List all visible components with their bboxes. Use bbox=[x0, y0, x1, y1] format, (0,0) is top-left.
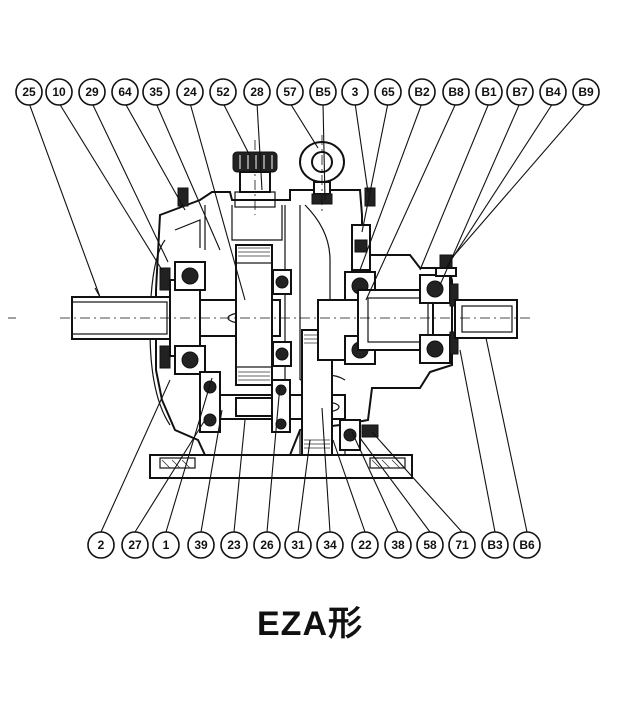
label-35: 35 bbox=[142, 78, 170, 106]
bottom-label-row: 2 27 1 39 23 26 31 34 22 38 58 71 B3 B6 bbox=[87, 531, 541, 559]
svg-text:31: 31 bbox=[291, 538, 305, 552]
svg-text:39: 39 bbox=[194, 538, 208, 552]
label-B9: B9 bbox=[572, 78, 600, 106]
svg-text:1: 1 bbox=[163, 538, 170, 552]
top-label-row: 25 10 29 64 35 24 52 28 57 B5 3 65 B2 B8… bbox=[15, 78, 600, 106]
svg-text:23: 23 bbox=[227, 538, 241, 552]
label-58: 58 bbox=[416, 531, 444, 559]
svg-text:29: 29 bbox=[85, 85, 99, 99]
svg-text:B5: B5 bbox=[315, 85, 331, 99]
svg-text:25: 25 bbox=[22, 85, 36, 99]
label-27: 27 bbox=[121, 531, 149, 559]
svg-text:26: 26 bbox=[260, 538, 274, 552]
svg-text:B6: B6 bbox=[519, 538, 535, 552]
label-10: 10 bbox=[45, 78, 73, 106]
svg-text:52: 52 bbox=[216, 85, 230, 99]
svg-text:64: 64 bbox=[118, 85, 132, 99]
svg-text:58: 58 bbox=[423, 538, 437, 552]
label-2: 2 bbox=[87, 531, 115, 559]
svg-text:B9: B9 bbox=[578, 85, 594, 99]
label-25: 25 bbox=[15, 78, 43, 106]
svg-text:B8: B8 bbox=[448, 85, 464, 99]
label-1: 1 bbox=[152, 531, 180, 559]
svg-text:27: 27 bbox=[128, 538, 142, 552]
svg-text:B2: B2 bbox=[414, 85, 430, 99]
label-29: 29 bbox=[78, 78, 106, 106]
label-71: 71 bbox=[448, 531, 476, 559]
svg-text:B3: B3 bbox=[487, 538, 503, 552]
label-38: 38 bbox=[384, 531, 412, 559]
label-39: 39 bbox=[187, 531, 215, 559]
label-B7: B7 bbox=[506, 78, 534, 106]
leader-lines-bottom bbox=[100, 337, 528, 533]
label-3: 3 bbox=[341, 78, 369, 106]
label-B6: B6 bbox=[513, 531, 541, 559]
svg-text:B1: B1 bbox=[481, 85, 497, 99]
svg-text:34: 34 bbox=[323, 538, 337, 552]
svg-text:3: 3 bbox=[352, 85, 359, 99]
svg-text:38: 38 bbox=[391, 538, 405, 552]
svg-text:B4: B4 bbox=[545, 85, 561, 99]
eye-bolt bbox=[299, 135, 345, 215]
oil-filler-plug bbox=[232, 140, 278, 215]
label-B3: B3 bbox=[481, 531, 509, 559]
label-22: 22 bbox=[351, 531, 379, 559]
label-24: 24 bbox=[176, 78, 204, 106]
svg-text:57: 57 bbox=[283, 85, 297, 99]
svg-text:35: 35 bbox=[149, 85, 163, 99]
label-64: 64 bbox=[111, 78, 139, 106]
label-65: 65 bbox=[374, 78, 402, 106]
label-B2: B2 bbox=[408, 78, 436, 106]
model-name: EZA形 bbox=[257, 605, 363, 643]
label-B8: B8 bbox=[442, 78, 470, 106]
label-28: 28 bbox=[243, 78, 271, 106]
label-57: 57 bbox=[276, 78, 304, 106]
label-34: 34 bbox=[316, 531, 344, 559]
leader-lines-top bbox=[28, 102, 587, 301]
label-26: 26 bbox=[253, 531, 281, 559]
label-52: 52 bbox=[209, 78, 237, 106]
svg-text:22: 22 bbox=[358, 538, 372, 552]
svg-text:65: 65 bbox=[381, 85, 395, 99]
first-stage-gear bbox=[235, 244, 292, 386]
svg-text:28: 28 bbox=[250, 85, 264, 99]
svg-text:24: 24 bbox=[183, 85, 197, 99]
label-B4: B4 bbox=[539, 78, 567, 106]
label-31: 31 bbox=[284, 531, 312, 559]
label-B5: B5 bbox=[309, 78, 337, 106]
svg-text:B7: B7 bbox=[512, 85, 528, 99]
output-shaft-assembly bbox=[317, 224, 518, 365]
label-B1: B1 bbox=[475, 78, 503, 106]
label-23: 23 bbox=[220, 531, 248, 559]
svg-text:10: 10 bbox=[52, 85, 66, 99]
svg-text:71: 71 bbox=[455, 538, 469, 552]
svg-text:2: 2 bbox=[98, 538, 105, 552]
